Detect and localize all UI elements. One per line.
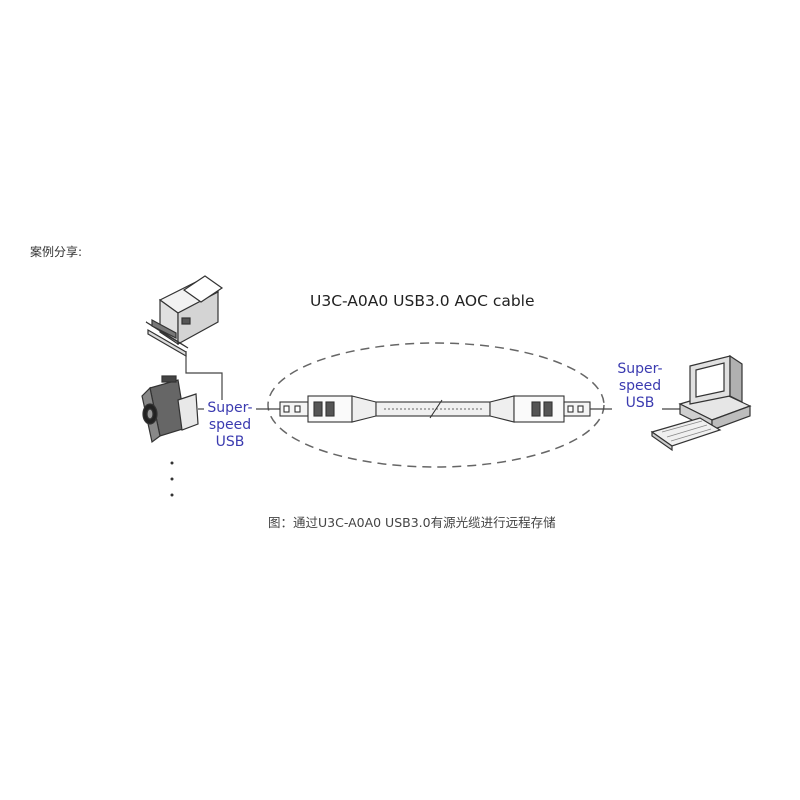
more-devices-dot-2	[170, 477, 174, 481]
right-usb-label-line-1: Super-	[617, 361, 663, 377]
left-usb-label-line-2: speed	[208, 417, 252, 433]
printer-connector-line	[185, 351, 223, 400]
cable-title: U3C-A0A0 USB3.0 AOC cable	[310, 292, 535, 310]
printer-icon	[145, 275, 224, 358]
left-usb-connector-icon	[279, 395, 377, 423]
optical-cable-icon	[375, 399, 491, 419]
right-usb-connector-icon	[489, 395, 591, 423]
right-usb-label-line-2: speed	[618, 378, 662, 394]
computer-icon	[650, 354, 752, 452]
more-devices-dot-1	[170, 461, 174, 465]
left-usb-label: Super- speed USB	[196, 400, 264, 451]
right-usb-label: Super- speed USB	[606, 361, 674, 412]
figure-caption: 图：通过U3C-A0A0 USB3.0有源光缆进行远程存储	[268, 515, 556, 530]
more-devices-dot-3	[170, 493, 174, 497]
left-usb-label-line-1: Super-	[207, 400, 253, 416]
left-usb-label-line-3: USB	[215, 434, 245, 450]
section-label: 案例分享:	[30, 245, 83, 259]
cable-enclosure-ellipse	[267, 342, 605, 468]
camcorder-icon	[141, 375, 199, 444]
right-usb-label-line-3: USB	[625, 395, 655, 411]
